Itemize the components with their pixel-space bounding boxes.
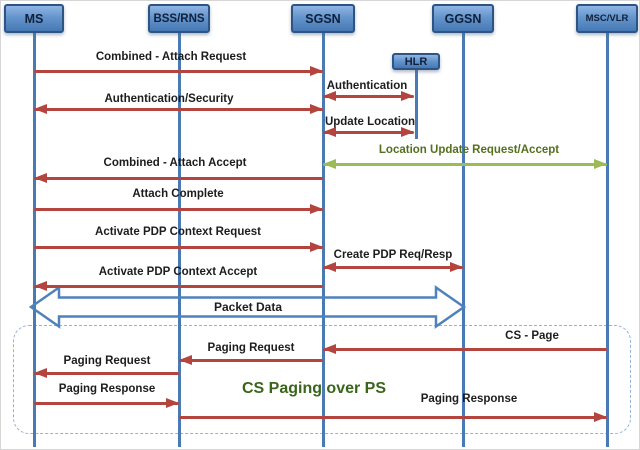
activate-pdp-context-request-arrowhead-right	[310, 241, 323, 252]
activate-pdp-context-request-message-label: Activate PDP Context Request	[95, 226, 261, 238]
hlr-lifeline	[414, 70, 418, 139]
cs-paging-over-ps-title: CS Paging over PS	[241, 380, 387, 397]
location-update-request-accept-arrowhead-left	[323, 158, 336, 169]
msc-vlr-lifeline	[605, 33, 609, 447]
ms-lifeline	[32, 33, 36, 447]
packet-data-label: Packet Data	[213, 300, 283, 314]
paging-request-bss-ms-arrowhead-left	[34, 367, 47, 378]
authentication-security-arrowhead-right	[310, 103, 323, 114]
authentication-security-arrowhead-left	[34, 103, 47, 114]
activate-pdp-context-accept-arrow-line	[34, 284, 323, 288]
bss-rns-label: BSS/RNS	[153, 12, 205, 25]
create-pdp-req-resp-arrow-line	[323, 265, 463, 269]
paging-request-sgsn-bss-arrow-line	[179, 358, 323, 362]
combined-attach-accept-arrowhead-left	[34, 172, 47, 183]
attach-complete-message-label: Attach Complete	[132, 188, 224, 200]
authentication-arrowhead-left	[323, 90, 336, 101]
create-pdp-req-resp-arrowhead-right	[450, 261, 463, 272]
ggsn-entity-box: GGSN	[432, 4, 494, 33]
attach-complete-arrowhead-right	[310, 203, 323, 214]
authentication-message-label: Authentication	[326, 80, 408, 92]
activate-pdp-context-accept-message-label: Activate PDP Context Accept	[98, 266, 258, 278]
hlr-label: HLR	[404, 55, 428, 68]
location-update-request-accept-message-label: Location Update Request/Accept	[378, 144, 560, 156]
packet-data-arrow-shape	[28, 285, 467, 329]
authentication-arrow-line	[323, 94, 414, 98]
combined-attach-request-arrowhead-right	[310, 65, 323, 76]
location-update-request-accept-arrow-line	[323, 162, 607, 166]
cs-page-arrowhead-left	[323, 343, 336, 354]
combined-attach-request-message-label: Combined - Attach Request	[95, 51, 247, 63]
update-location-arrow-line	[323, 130, 414, 134]
sgsn-lifeline	[321, 33, 325, 447]
ms-entity-box: MS	[4, 4, 64, 33]
activate-pdp-context-request-arrow-line	[34, 245, 323, 249]
paging-request-sgsn-bss-arrowhead-left	[179, 354, 192, 365]
create-pdp-req-resp-message-label: Create PDP Req/Resp	[333, 249, 453, 261]
authentication-security-arrow-line	[34, 107, 323, 111]
paging-request-bss-ms-message-label: Paging Request	[63, 355, 151, 367]
authentication-security-message-label: Authentication/Security	[104, 93, 234, 105]
paging-response-bss-msc-arrowhead-right	[594, 411, 607, 422]
paging-request-sgsn-bss-message-label: Paging Request	[207, 342, 295, 354]
cs-page-message-label: CS - Page	[505, 330, 559, 342]
create-pdp-req-resp-arrowhead-left	[323, 261, 336, 272]
bss-rns-lifeline	[177, 33, 181, 447]
authentication-arrowhead-right	[401, 90, 414, 101]
update-location-arrowhead-right	[401, 126, 414, 137]
ms-label: MS	[24, 11, 44, 26]
sgsn-label: SGSN	[305, 11, 341, 26]
sgsn-entity-box: SGSN	[291, 4, 355, 33]
combined-attach-request-arrow-line	[34, 69, 323, 73]
paging-response-bss-msc-message-label: Paging Response	[420, 393, 518, 405]
activate-pdp-context-accept-arrowhead-left	[34, 280, 47, 291]
cs-page-arrow-line	[323, 347, 607, 351]
ggsn-label: GGSN	[444, 11, 482, 26]
combined-attach-accept-message-label: Combined - Attach Accept	[103, 157, 247, 169]
paging-response-ms-bss-arrow-line	[34, 401, 179, 405]
paging-response-ms-bss-arrowhead-right	[166, 397, 179, 408]
combined-attach-accept-arrow-line	[34, 176, 323, 180]
paging-response-bss-msc-arrow-line	[179, 415, 607, 419]
bss-rns-entity-box: BSS/RNS	[148, 4, 210, 33]
update-location-message-label: Update Location	[324, 116, 416, 128]
msc-vlr-entity-box: MSC/VLR	[576, 4, 638, 33]
msc-vlr-label: MSC/VLR	[585, 13, 629, 24]
ggsn-lifeline	[461, 33, 465, 447]
hlr-entity-box: HLR	[392, 53, 440, 70]
attach-complete-arrow-line	[34, 207, 323, 211]
update-location-arrowhead-left	[323, 126, 336, 137]
paging-response-ms-bss-message-label: Paging Response	[58, 383, 156, 395]
location-update-request-accept-arrowhead-right	[594, 158, 607, 169]
paging-request-bss-ms-arrow-line	[34, 371, 179, 375]
